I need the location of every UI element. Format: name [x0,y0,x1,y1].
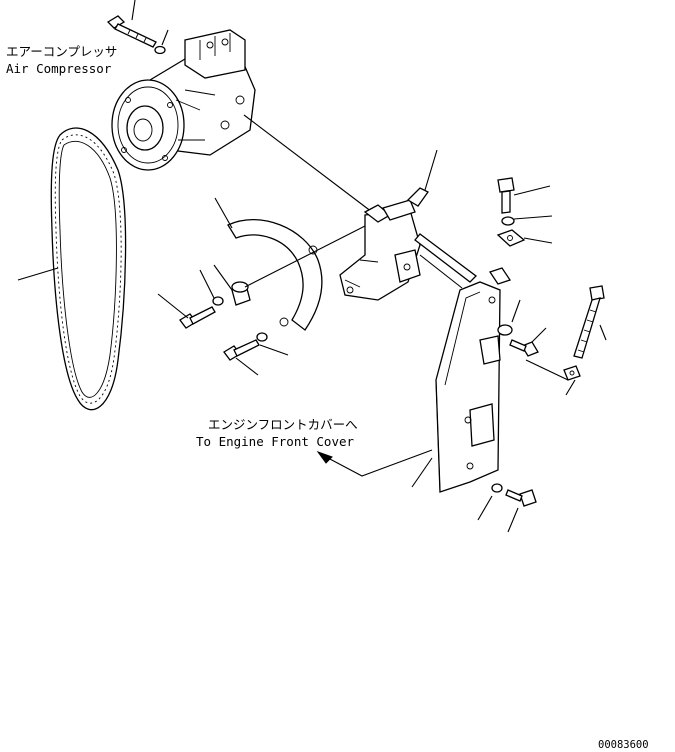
compressor-label-en: Air Compressor [6,61,112,76]
center-bolt-lower [223,339,260,361]
air-compressor [111,29,256,171]
adjusting-nut [563,365,581,381]
v-belt [50,127,127,411]
mounting-bracket [435,267,512,493]
center-bolt-upper [179,306,216,329]
arrow-icon [316,450,333,464]
plate-bolt-right [509,339,539,357]
adjusting-bolt [573,285,605,359]
compressor-washer [154,45,166,55]
upper-bolt [497,177,515,214]
spacer [231,281,251,306]
clip [496,229,526,247]
compressor-label-jp: エアーコンプレッサ [6,44,117,59]
front-cover-label-en: To Engine Front Cover [196,434,355,449]
center-washer-upper [212,296,224,306]
front-cover-label-jp: エンジンフロントカバーへ [208,417,358,432]
plate-washer-bottom [491,483,503,493]
plate-washer-right [497,324,513,336]
drawing-number: 00083600 [598,739,649,751]
upper-washer [501,216,515,226]
belt-cover [227,219,323,331]
plate-bolt-bottom [505,489,537,507]
compressor-bolt [106,15,157,48]
center-washer-lower [256,332,268,342]
compressor-bracket [339,187,429,301]
